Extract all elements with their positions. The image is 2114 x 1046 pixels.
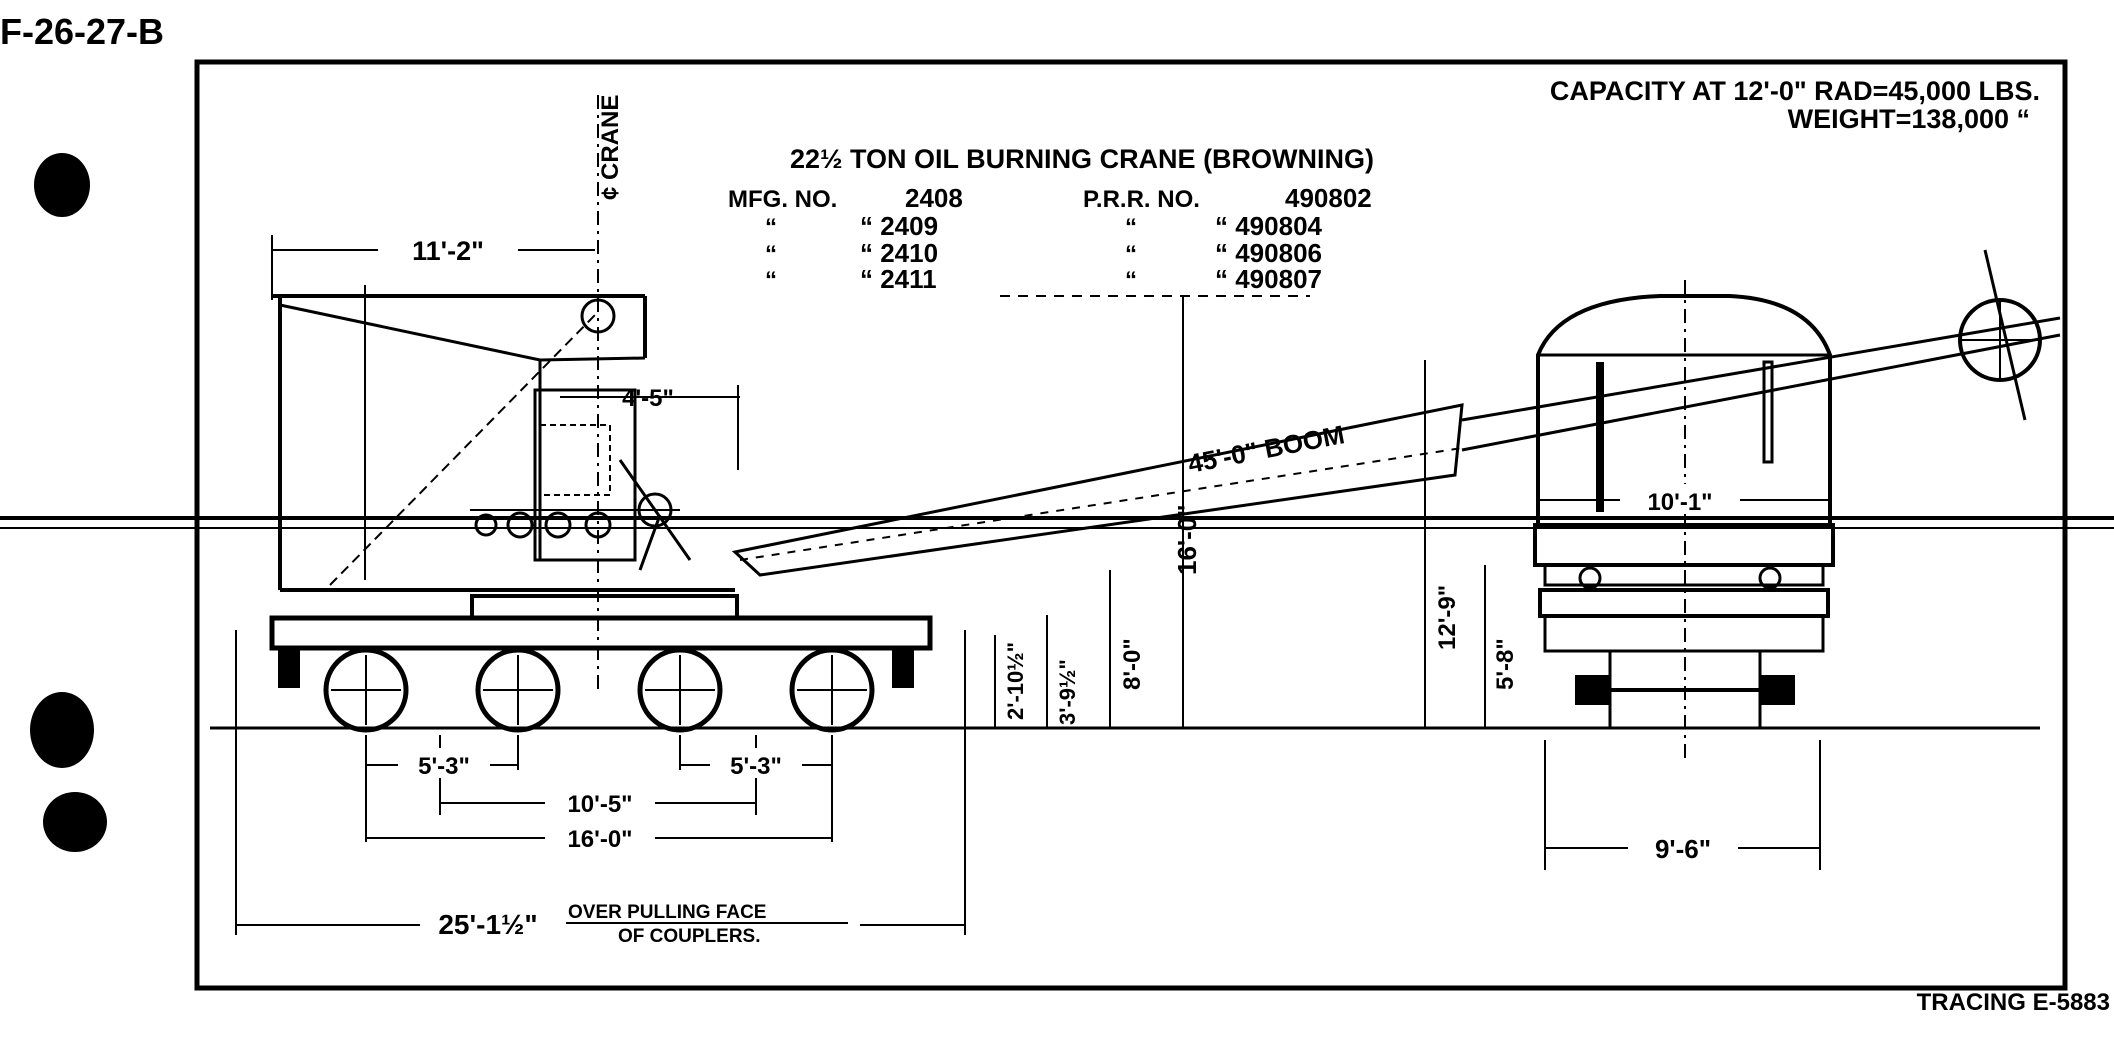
dim-label-bg (545, 787, 655, 817)
mfg-number-3: “ 2410 (860, 238, 938, 268)
dim-4-5: 4'-5" (622, 385, 674, 412)
dim-label-bg (398, 748, 490, 778)
dim-5-3-left: 5'-3" (418, 753, 470, 780)
wheelset (323, 647, 875, 733)
dim-5-3-right: 5'-3" (730, 753, 782, 780)
prr-number-4: “ 490807 (1215, 264, 1322, 294)
mfg-prefix-2: “ (765, 214, 777, 241)
prr-number-3: “ 490806 (1215, 238, 1322, 268)
number-table: MFG. NO. 2408 P.R.R. NO. 490802 “ “ 2409… (728, 183, 1372, 294)
coupler-left (278, 650, 300, 688)
prr-number-1: 490802 (1285, 183, 1372, 213)
wheel-2 (475, 647, 561, 733)
tracing-number: TRACING E-5883 (1917, 989, 2110, 1016)
dim-label-bg (710, 748, 802, 778)
crane-cab-side (273, 285, 735, 592)
punch-hole-bottom (43, 792, 107, 852)
document-code: F-26-27-B (0, 11, 164, 52)
dim-12-9: 12'-9" (1434, 585, 1461, 650)
mfg-number-1: 2408 (905, 183, 963, 213)
over-pulling-face-label: OVER PULLING FACE (568, 902, 766, 923)
mfg-prefix-4: “ (765, 267, 777, 294)
drawing-title: 22½ TON OIL BURNING CRANE (BROWNING) (790, 144, 1374, 174)
prr-prefix-3: “ (1125, 241, 1137, 268)
dim-10-5: 10'-5" (567, 791, 632, 818)
prr-prefix-4: “ (1125, 267, 1137, 294)
of-couplers-label: OF COUPLERS. (618, 926, 761, 947)
dim-label-bg (1620, 484, 1740, 514)
wheel-4 (789, 647, 875, 733)
mfg-prefix-1: MFG. NO. (728, 186, 837, 213)
dim-25-1half: 25'-1½" (438, 909, 537, 940)
mfg-number-2: “ 2409 (860, 211, 938, 241)
coupler-right (892, 650, 914, 688)
wheel-3 (637, 647, 723, 733)
dim-2-10half: 2'-10½" (1003, 642, 1028, 720)
dim-9-6: 9'-6" (1655, 834, 1711, 864)
car-frame (269, 594, 933, 688)
capacity-line: CAPACITY AT 12'-0" RAD=45,000 LBS. (1550, 76, 2040, 106)
mfg-prefix-3: “ (765, 241, 777, 268)
crane-centerline-label: ¢ CRANE (597, 95, 624, 200)
dim-label-bg (1628, 832, 1738, 862)
mfg-number-4: “ 2411 (860, 264, 937, 294)
crane-end-view (1533, 280, 1835, 760)
sheet-border (194, 59, 2068, 991)
prr-prefix-2: “ (1125, 214, 1137, 241)
weight-line: WEIGHT=138,000 “ (1788, 104, 2030, 134)
prr-number-2: “ 490804 (1215, 211, 1323, 241)
punch-hole-top (34, 153, 90, 217)
dim-16-0-base: 16'-0" (567, 826, 632, 853)
wheel-1 (323, 647, 409, 733)
dim-5-8: 5'-8" (1492, 638, 1519, 690)
dim-10-1: 10'-1" (1647, 489, 1712, 516)
dim-3-9half: 3'-9½" (1055, 659, 1080, 725)
dim-11-2: 11'-2" (412, 236, 484, 266)
dim-16-0: 16'-0" (1172, 504, 1202, 575)
boom (731, 249, 2061, 577)
dim-label-bg (545, 822, 655, 852)
dim-8-0: 8'-0" (1119, 638, 1146, 690)
punch-hole-mid (30, 692, 94, 768)
dim-label-bg (378, 232, 518, 264)
prr-prefix-1: P.R.R. NO. (1083, 186, 1200, 213)
boom-label: 45'-0" BOOM (1185, 419, 1346, 479)
